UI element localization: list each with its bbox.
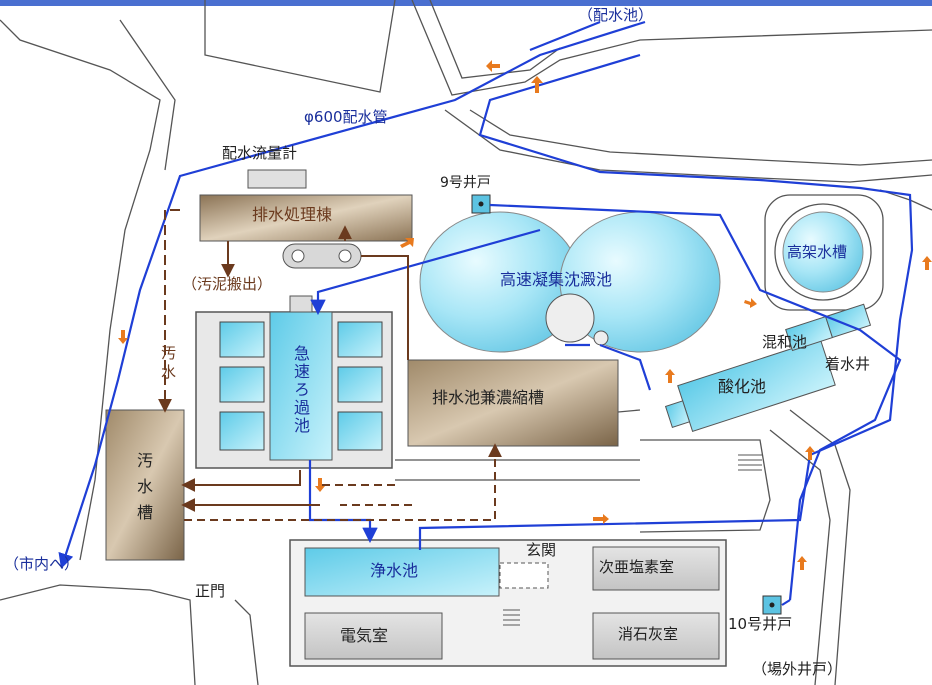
sludge-press <box>282 243 362 269</box>
label-electrical-room: 電気室 <box>340 626 389 645</box>
slaked-lime-room <box>592 612 720 660</box>
drain-pipelines <box>158 209 502 521</box>
label-wastewater-building: 排水処理棟 <box>252 205 333 224</box>
label-well-10: 10号井戸 <box>728 615 793 633</box>
electrical-room <box>304 612 443 660</box>
label-to-city: （市内へ） <box>4 555 80 573</box>
label-high-speed-basin: 高速凝集沈澱池 <box>500 270 613 289</box>
well-9-icon <box>471 194 491 214</box>
label-sewage: 汚水 <box>159 345 177 383</box>
top-border-band <box>0 0 932 6</box>
label-sewage-tank: 汚水槽 <box>134 452 153 530</box>
label-clear-well: 浄水池 <box>370 561 419 580</box>
label-rapid-filter: 急速ろ過池 <box>291 345 310 435</box>
label-well-9: 9号井戸 <box>440 175 491 191</box>
label-flow-meter: 配水流量計 <box>222 144 298 162</box>
label-distribution-reservoir: （配水池） <box>578 6 654 24</box>
rapid-filter-building <box>195 295 393 469</box>
elevated-tank <box>782 211 864 293</box>
label-main-pipe: φ600配水管 <box>304 108 388 126</box>
clear-well <box>304 547 500 597</box>
hypochlorite-room <box>592 546 720 591</box>
label-slaked-lime-room: 消石灰室 <box>618 625 679 643</box>
sewage-tank <box>105 409 185 561</box>
well-10-icon <box>762 595 782 615</box>
label-sludge-removal: （汚泥搬出） <box>182 275 273 293</box>
label-receiving-well: 着水井 <box>825 355 871 373</box>
drain-thickener <box>407 359 619 447</box>
label-mixing-basin: 混和池 <box>762 333 808 351</box>
receiving-well <box>824 303 872 339</box>
rapid-filter <box>269 311 333 461</box>
label-offsite-wells: （場外井戸） <box>752 660 843 678</box>
wastewater-building <box>199 194 413 242</box>
main-building <box>289 539 727 667</box>
oxidation-complex <box>664 303 872 432</box>
label-elevated-tank: 高架水槽 <box>787 243 848 261</box>
stairs <box>738 454 762 471</box>
flow-meter <box>247 169 307 189</box>
label-hypochlorite-room: 次亜塩素室 <box>599 558 675 576</box>
label-main-gate: 正門 <box>195 582 226 600</box>
water-pipelines <box>58 20 914 606</box>
label-drain-thickener: 排水池兼濃縮槽 <box>432 388 545 407</box>
label-entrance: 玄関 <box>526 541 557 559</box>
elevated-tank-area <box>764 194 884 311</box>
flow-direction-arrows <box>118 60 932 570</box>
label-oxidation-basin: 酸化池 <box>718 377 767 396</box>
